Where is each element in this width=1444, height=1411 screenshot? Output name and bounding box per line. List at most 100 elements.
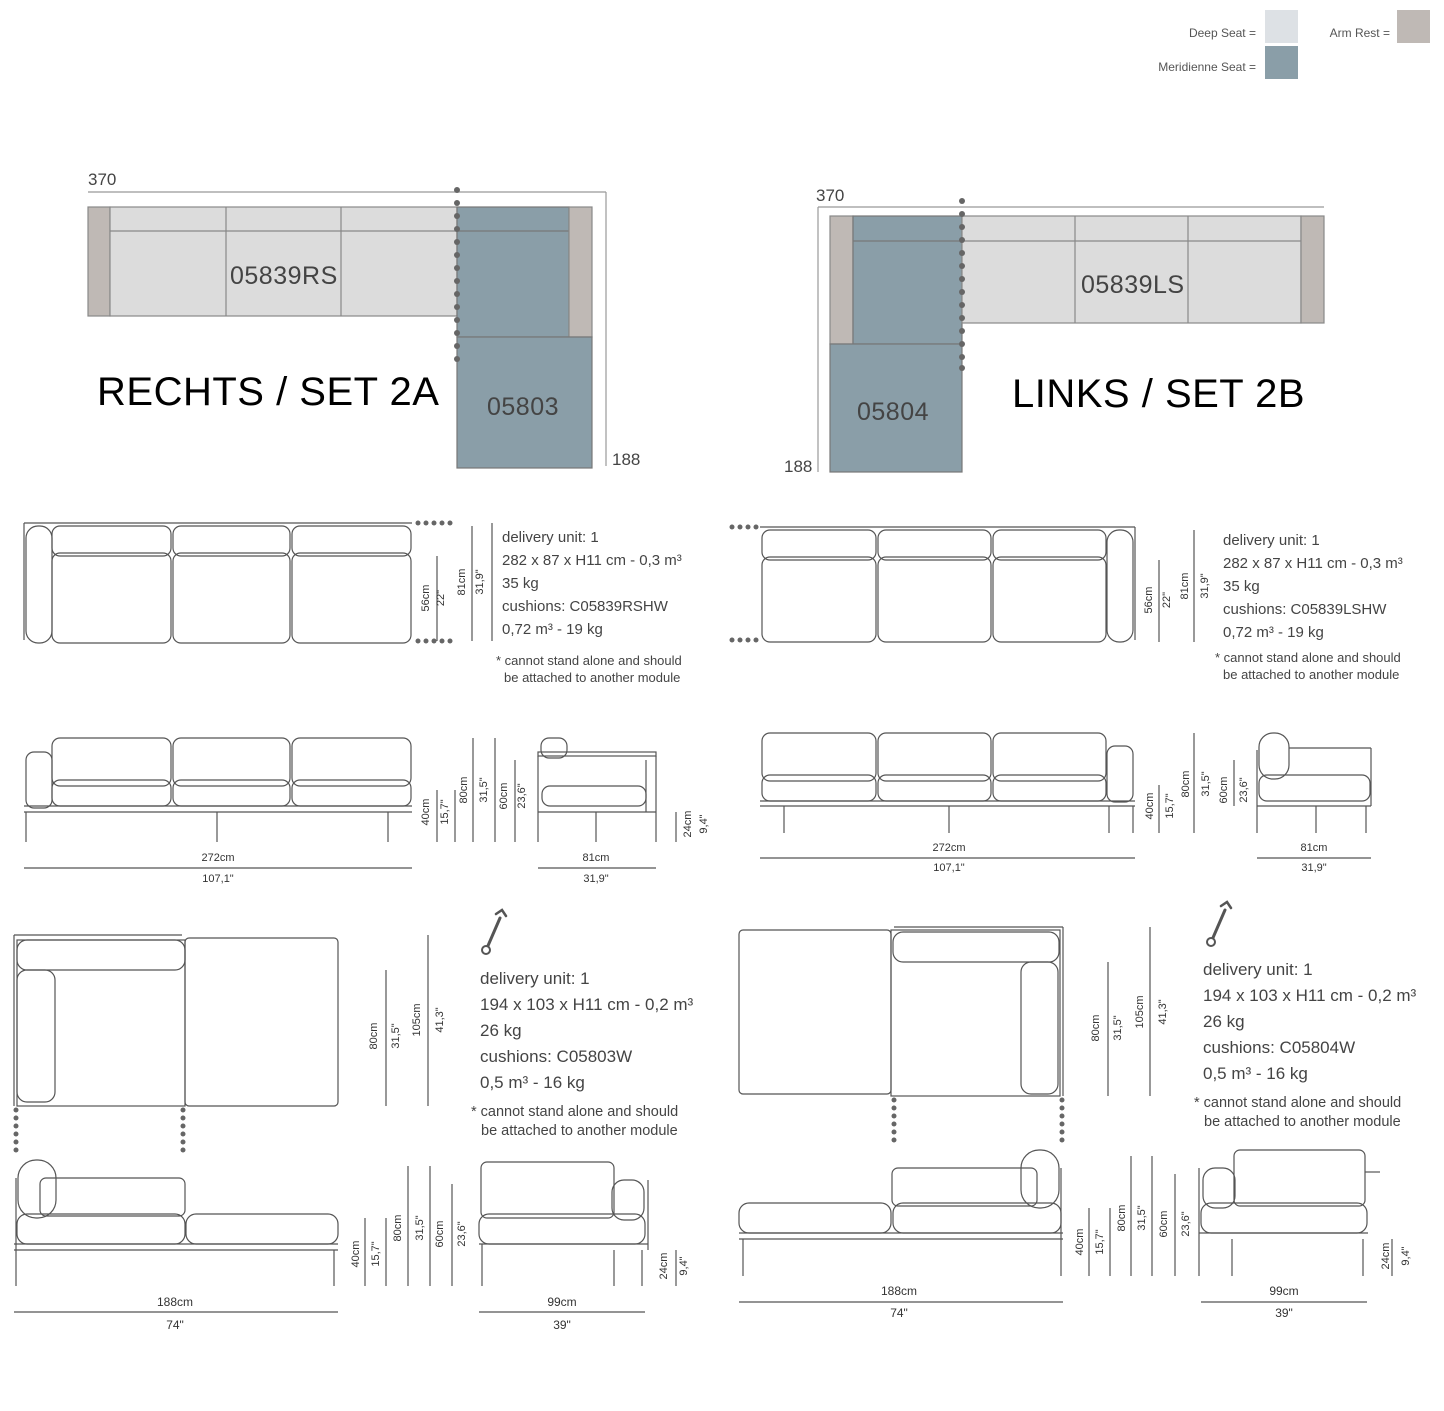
note-line: * cannot stand alone and should (471, 1104, 679, 1120)
info-line: delivery unit: 1 (480, 969, 590, 988)
dim-label: 60cm (1218, 776, 1230, 804)
info-line: 282 x 87 x H11 cm - 0,3 m³ (502, 552, 682, 569)
dim-label: 31,9" (583, 873, 609, 885)
plan-left-sofa-code: 05839LS (1081, 271, 1185, 299)
dim-label: 81cm (456, 568, 468, 596)
dim-label: 31,5" (1200, 771, 1212, 797)
sofa-left-note: * cannot stand alone and should be attac… (1215, 649, 1401, 683)
dim-label: 272cm (932, 842, 966, 854)
dim-label: 24cm (682, 810, 694, 838)
sofa-left-info: delivery unit: 1 282 x 87 x H11 cm - 0,3… (1223, 529, 1403, 644)
info-line: 0,5 m³ - 16 kg (1203, 1064, 1308, 1083)
info-line: delivery unit: 1 (502, 529, 599, 546)
dim-label: 80cm (1090, 1014, 1102, 1042)
dim-label: 80cm (392, 1214, 404, 1242)
dim-label: 9,4" (1400, 1246, 1412, 1266)
note-line: * cannot stand alone and should (1215, 650, 1401, 665)
plan-right-depth-dim: 188 (612, 450, 641, 469)
meridienne-right-note: * cannot stand alone and should be attac… (471, 1103, 678, 1141)
info-line: cushions: C05839RSHW (502, 598, 668, 615)
meridienne-left-top-view (738, 926, 1151, 1143)
plan-right-sofa-code: 05839RS (230, 262, 338, 290)
note-line: be attached to another module (504, 670, 681, 685)
dim-label: 188cm (880, 1284, 918, 1298)
dim-label: 15,7" (1164, 793, 1176, 819)
dim-label: 31,9" (1199, 573, 1211, 599)
dim-label: 80cm (458, 776, 470, 804)
note-line: be attached to another module (1223, 667, 1400, 682)
legend-meridienne-seat-swatch (1265, 46, 1298, 79)
info-line: 0,72 m³ - 19 kg (1223, 624, 1324, 641)
info-line: 26 kg (480, 1021, 522, 1040)
dim-label: 41,3" (434, 1007, 446, 1033)
wrench-icon-left (1206, 900, 1233, 947)
info-line: 0,72 m³ - 19 kg (502, 621, 603, 638)
dim-label: 39" (553, 1318, 571, 1332)
dim-label: 40cm (350, 1240, 362, 1268)
plan-right (87, 187, 607, 469)
info-line: 194 x 103 x H11 cm - 0,2 m³ (1203, 986, 1417, 1005)
dim-label: 31,5" (414, 1215, 426, 1241)
dim-label: 22" (1161, 591, 1173, 609)
dim-label: 74" (166, 1318, 184, 1332)
dim-label: 81cm (582, 852, 610, 864)
sofa-left-side-view (1256, 732, 1372, 859)
dim-label: 80cm (1180, 770, 1192, 798)
meridienne-left-front-view (738, 1149, 1176, 1303)
set-right-title: RECHTS / SET 2A (97, 370, 440, 414)
dim-label: 15,7" (370, 1241, 382, 1267)
dim-label: 23,6" (456, 1221, 468, 1247)
dim-label: 56cm (1143, 586, 1155, 614)
dim-label: 99cm (547, 1295, 577, 1309)
dim-label: 272cm (201, 852, 235, 864)
sofa-right-top-view (23, 520, 493, 644)
info-line: cushions: C05804W (1203, 1038, 1356, 1057)
info-line: cushions: C05803W (480, 1047, 633, 1066)
dim-label: 39" (1275, 1306, 1293, 1320)
dim-label: 81cm (1300, 842, 1328, 854)
note-line: * cannot stand alone and should (1194, 1095, 1402, 1111)
plan-left (817, 198, 1325, 473)
dim-label: 107,1" (202, 873, 234, 885)
sofa-right-side-view (537, 737, 677, 869)
legend-arm-rest-label: Arm Rest = (1329, 26, 1390, 40)
legend-meridienne-seat-label: Meridienne Seat = (1158, 60, 1256, 74)
meridienne-right-top-view (13, 934, 429, 1153)
meridienne-right-side-view (478, 1161, 677, 1313)
dim-label: 31,9" (474, 569, 486, 595)
dim-label: 80cm (1116, 1204, 1128, 1232)
dim-label: 60cm (498, 782, 510, 810)
dim-label: 60cm (1158, 1210, 1170, 1238)
dim-label: 24cm (1380, 1242, 1392, 1270)
dim-label: 40cm (1074, 1228, 1086, 1256)
sofa-right-info: delivery unit: 1 282 x 87 x H11 cm - 0,3… (502, 526, 682, 641)
plan-right-meridienne-code: 05803 (487, 393, 560, 421)
plan-left-meridienne-code: 05804 (857, 398, 930, 426)
sofa-right-front-view (24, 737, 516, 869)
dim-label: 31,9" (1301, 862, 1327, 874)
dim-label: 105cm (411, 1003, 423, 1037)
dim-label: 31,5" (478, 777, 490, 803)
info-line: cushions: C05839LSHW (1223, 601, 1387, 618)
sofa-left-top-view (729, 524, 1195, 643)
dim-label: 9,4" (678, 1256, 690, 1276)
plan-left-depth-dim: 188 (784, 457, 813, 476)
dim-label: 23,6" (1238, 777, 1250, 803)
note-line: be attached to another module (1204, 1114, 1401, 1130)
dim-label: 31,5" (1136, 1205, 1148, 1231)
dim-label: 99cm (1269, 1284, 1299, 1298)
dim-label: 107,1" (933, 862, 965, 874)
meridienne-left-side-view (1198, 1149, 1393, 1303)
plan-right-width-dim: 370 (88, 170, 117, 189)
dim-label: 40cm (1144, 792, 1156, 820)
sofa-right-note: * cannot stand alone and should be attac… (496, 652, 682, 686)
dim-label: 80cm (368, 1022, 380, 1050)
info-line: 194 x 103 x H11 cm - 0,2 m³ (480, 995, 694, 1014)
sofa-left-front-view (760, 732, 1235, 859)
plan-left-width-dim: 370 (816, 186, 845, 205)
info-line: 35 kg (502, 575, 539, 592)
set-left-title: LINKS / SET 2B (1012, 372, 1306, 416)
dim-label: 24cm (658, 1252, 670, 1280)
legend-deep-seat-swatch (1265, 10, 1298, 43)
